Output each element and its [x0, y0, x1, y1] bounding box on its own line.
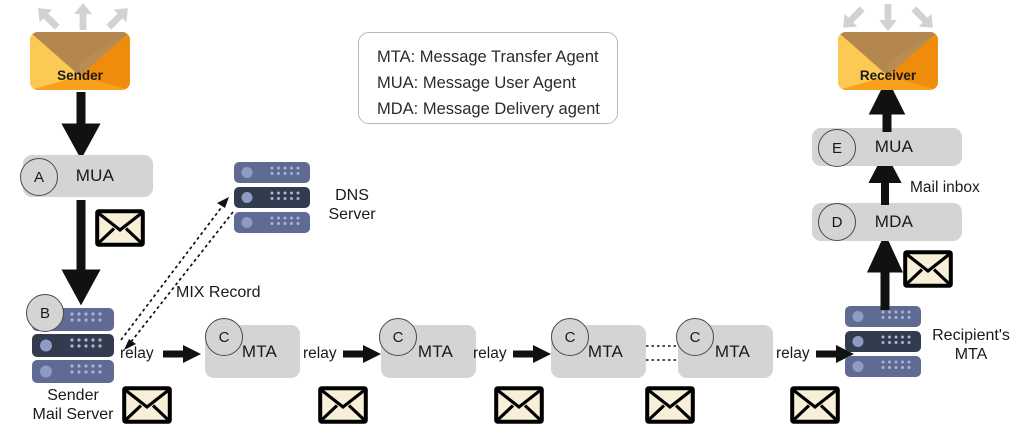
mail-envelope-icon: [122, 386, 172, 424]
badge-c-2-text: C: [392, 328, 404, 346]
badge-d: D: [818, 203, 856, 241]
sender-caption: Sender: [57, 68, 103, 83]
mail-envelope-icon: [903, 250, 953, 288]
badge-e-text: E: [831, 139, 842, 157]
relay-label-1: relay: [120, 345, 154, 362]
badge-c-1: C: [205, 318, 243, 356]
dotted-continuation: [646, 345, 678, 361]
legend-box: MTA: Message Transfer Agent MUA: Message…: [358, 32, 618, 124]
arrow-relay-1: [163, 345, 201, 363]
badge-c-3: C: [551, 318, 589, 356]
badge-d-text: D: [831, 213, 843, 231]
mail-envelope-icon: [645, 386, 695, 424]
badge-b-text: B: [39, 304, 50, 322]
arrow-relay-4: [816, 345, 854, 363]
mail-envelope-icon: [790, 386, 840, 424]
arrow-sender-to-mua: [61, 92, 101, 160]
dns-server-icon[interactable]: [234, 162, 310, 234]
arrow-mua-to-receiver: [868, 77, 906, 132]
legend-line-mda: MDA: Message Delivery agent: [377, 100, 600, 119]
badge-c-4-text: C: [689, 328, 701, 346]
arrow-recipientmta-to-mda: [866, 233, 904, 310]
sender-envelope: Sender: [30, 32, 130, 90]
badge-c-1-text: C: [218, 328, 230, 346]
inbound-arrows-icon: [843, 4, 933, 31]
relay-label-2: relay: [303, 345, 337, 362]
arrow-mua-to-mailserver: [61, 200, 101, 306]
mail-envelope-icon: [494, 386, 544, 424]
mta-label-1: MTA: [241, 341, 278, 361]
outbound-arrows-icon: [38, 3, 128, 30]
mail-inbox-label: Mail inbox: [910, 179, 980, 196]
relay-label-3: relay: [473, 345, 507, 362]
mta-label-4: MTA: [714, 341, 751, 361]
mta-label-2: MTA: [417, 341, 454, 361]
badge-b: B: [26, 294, 64, 332]
dns-query-response-lines: [120, 197, 234, 350]
receiver-mua-label: MUA: [874, 137, 914, 156]
receiver-envelope: Receiver: [838, 32, 938, 90]
receiver-caption: Receiver: [859, 68, 917, 83]
badge-a-text: A: [33, 168, 44, 186]
mail-envelope-icon: [318, 386, 368, 424]
recipient-mta-icon[interactable]: [845, 306, 921, 378]
legend-line-mua: MUA: Message User Agent: [377, 74, 576, 93]
arrow-relay-2: [343, 345, 381, 363]
sender-mail-server-label: Sender Mail Server: [32, 387, 114, 424]
sender-mua-label: MUA: [75, 166, 115, 185]
mail-envelope-icon: [95, 209, 145, 247]
badge-c-2: C: [379, 318, 417, 356]
arrow-relay-3: [513, 345, 551, 363]
badge-e: E: [818, 129, 856, 167]
badge-c-4: C: [676, 318, 714, 356]
badge-c-3-text: C: [564, 328, 576, 346]
recipient-mta-label: Recipient's MTA: [932, 327, 1010, 364]
mta-label-3: MTA: [587, 341, 624, 361]
mx-record-label: MIX Record: [176, 284, 261, 301]
badge-a: A: [20, 158, 58, 196]
relay-label-4: relay: [776, 345, 810, 362]
arrow-mda-to-mua: [868, 151, 902, 205]
receiver-mda-label: MDA: [874, 212, 914, 231]
legend-line-mta: MTA: Message Transfer Agent: [377, 48, 599, 66]
dns-server-label: DNS Server: [328, 187, 376, 224]
